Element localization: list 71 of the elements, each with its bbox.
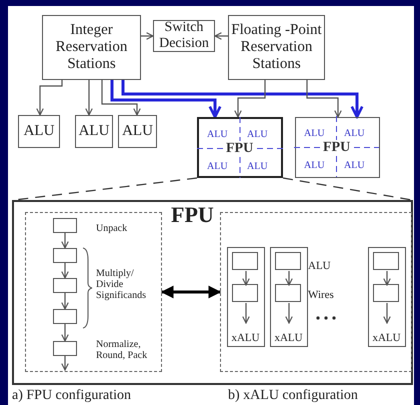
stage-box bbox=[52, 218, 76, 232]
caption: a) FPU configuration bbox=[12, 388, 131, 404]
box-label: Switch Decision bbox=[158, 20, 210, 52]
arrow bbox=[234, 80, 266, 118]
stage-label: Unpack bbox=[96, 223, 128, 234]
box-label: ALU bbox=[122, 122, 153, 140]
stage-box bbox=[232, 284, 258, 302]
stage-box bbox=[52, 248, 76, 262]
alu-box bbox=[75, 115, 113, 148]
arrow bbox=[214, 32, 228, 40]
arrow bbox=[61, 356, 69, 371]
arrow bbox=[141, 32, 154, 40]
arrow bbox=[85, 80, 93, 116]
arrow bbox=[61, 293, 69, 310]
station-box bbox=[228, 15, 325, 80]
arrow bbox=[285, 271, 293, 286]
double-arrow bbox=[160, 286, 222, 298]
column-box bbox=[226, 246, 264, 346]
station-box bbox=[42, 15, 141, 80]
stage-box bbox=[52, 340, 76, 356]
stage-box bbox=[275, 252, 301, 270]
stage-box bbox=[275, 284, 301, 302]
unit-label: ALU bbox=[207, 129, 228, 140]
arrow bbox=[383, 303, 391, 324]
arrow bbox=[285, 303, 293, 324]
alu-box bbox=[118, 115, 157, 148]
arrow bbox=[101, 80, 141, 116]
arrow bbox=[242, 271, 250, 286]
caption: b) xALU configuration bbox=[228, 388, 358, 404]
fpu-panel bbox=[12, 200, 413, 385]
arrow bbox=[61, 263, 69, 279]
unit-label: ALU bbox=[247, 161, 268, 172]
stage-box bbox=[232, 252, 258, 270]
arrow bbox=[36, 80, 63, 116]
box-label: Integer Reservation Stations bbox=[54, 22, 128, 74]
fpu-box bbox=[295, 117, 380, 178]
arrow bbox=[242, 303, 250, 324]
stage-box bbox=[52, 308, 76, 324]
dashed-region bbox=[25, 212, 162, 372]
stage-box bbox=[52, 278, 76, 292]
arrow bbox=[61, 233, 69, 249]
stage-box bbox=[373, 252, 399, 270]
stage-label: Multiply/ Divide Significands bbox=[96, 268, 147, 301]
box-label: Floating -Point Reservation Stations bbox=[230, 22, 323, 74]
arrow bbox=[61, 324, 69, 342]
column-box bbox=[368, 246, 406, 346]
fpu-box bbox=[197, 117, 283, 178]
alu-box bbox=[18, 115, 60, 148]
arrow bbox=[122, 80, 364, 118]
unit-label: ALU bbox=[304, 128, 325, 139]
stage-box bbox=[373, 284, 399, 302]
column-box bbox=[270, 246, 308, 346]
unit-label: ALU bbox=[344, 160, 365, 171]
unit-label: ALU bbox=[247, 129, 268, 140]
stage-label: ALU bbox=[308, 260, 331, 272]
arrow bbox=[383, 271, 391, 286]
stage-label: Normalize, Round, Pack bbox=[96, 339, 148, 361]
dashed-region bbox=[220, 212, 412, 372]
box-label: ALU bbox=[78, 122, 110, 140]
unit-label: ALU bbox=[207, 161, 228, 172]
arrow bbox=[110, 80, 222, 118]
arrow bbox=[306, 80, 342, 118]
decision-box bbox=[153, 20, 215, 52]
box-label: xALU bbox=[231, 332, 260, 346]
unit-label: ALU bbox=[304, 160, 325, 171]
box-label: ALU bbox=[24, 122, 54, 140]
box-label: xALU bbox=[274, 332, 303, 346]
stage-label: Wires bbox=[308, 289, 334, 302]
zoom-line bbox=[282, 177, 412, 201]
unit-label: ALU bbox=[344, 128, 365, 139]
box-label: xALU bbox=[372, 332, 401, 346]
